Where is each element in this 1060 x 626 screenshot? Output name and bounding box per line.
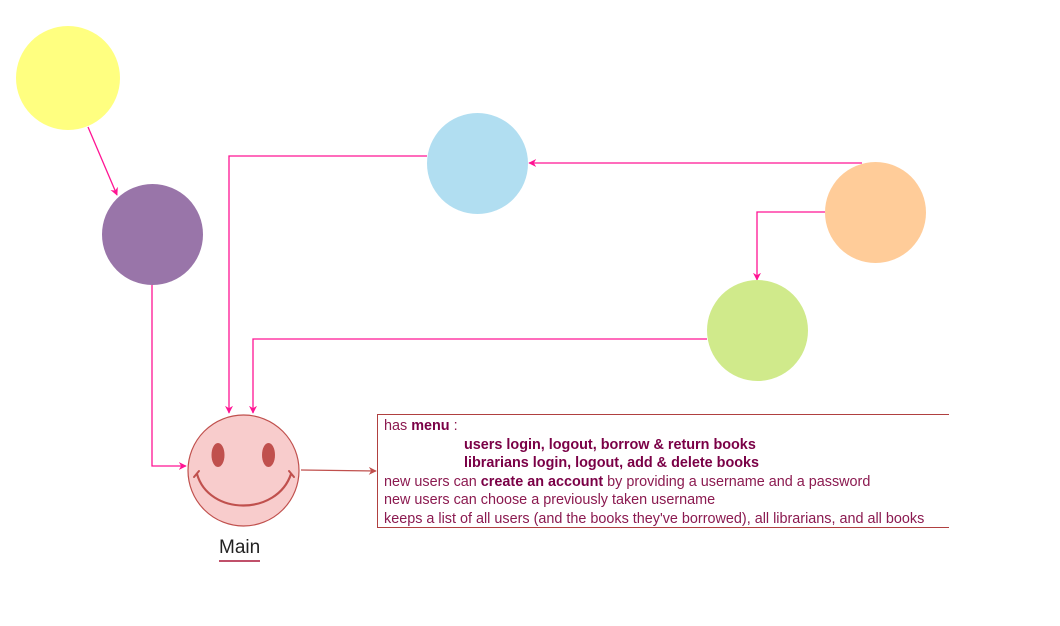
note-create-bold: create an account bbox=[480, 473, 604, 490]
orange-node[interactable] bbox=[825, 162, 926, 263]
smiley-right-eye bbox=[262, 443, 275, 467]
green-node[interactable] bbox=[707, 280, 808, 381]
smiley-left-eye bbox=[211, 443, 225, 467]
note-line-menu: has menu : bbox=[384, 417, 949, 436]
smiley-mouth-right-tick bbox=[288, 470, 295, 478]
note-menu-prefix: has bbox=[384, 418, 408, 434]
note-line-create: new users can create an account by provi… bbox=[384, 473, 949, 492]
main-smiley-node[interactable] bbox=[187, 414, 300, 527]
note-line-keeps: keeps a list of all users (and the books… bbox=[384, 510, 925, 527]
smiley-mouth bbox=[195, 472, 293, 507]
main-note: has menu : users login, logout, borrow &… bbox=[377, 414, 949, 528]
connector-blue-to-main bbox=[225, 155, 427, 414]
connector-green-to-main bbox=[249, 338, 707, 414]
connector-yellow-to-purple bbox=[87, 126, 118, 196]
yellow-node[interactable] bbox=[16, 26, 120, 130]
note-menu-word: menu bbox=[411, 418, 450, 434]
note-menu-item-users: users login, logout, borrow & return boo… bbox=[464, 436, 756, 453]
connector-main-to-note bbox=[300, 466, 377, 475]
smiley-mouth-left-tick bbox=[193, 470, 200, 478]
note-line-choose: new users can choose a previously taken … bbox=[384, 492, 716, 509]
note-menu-suffix: : bbox=[449, 418, 458, 434]
connector-purple-to-main bbox=[151, 285, 187, 470]
connector-orange-to-green bbox=[753, 211, 825, 281]
purple-node[interactable] bbox=[102, 184, 203, 285]
note-create-suffix: by providing a username and a password bbox=[607, 473, 871, 490]
main-label: Main bbox=[219, 537, 261, 562]
note-create-prefix: new users can bbox=[384, 473, 477, 490]
note-menu-item-librarians: librarians login, logout, add & delete b… bbox=[464, 455, 760, 472]
smiley-face bbox=[187, 414, 300, 527]
blue-node[interactable] bbox=[427, 113, 528, 214]
